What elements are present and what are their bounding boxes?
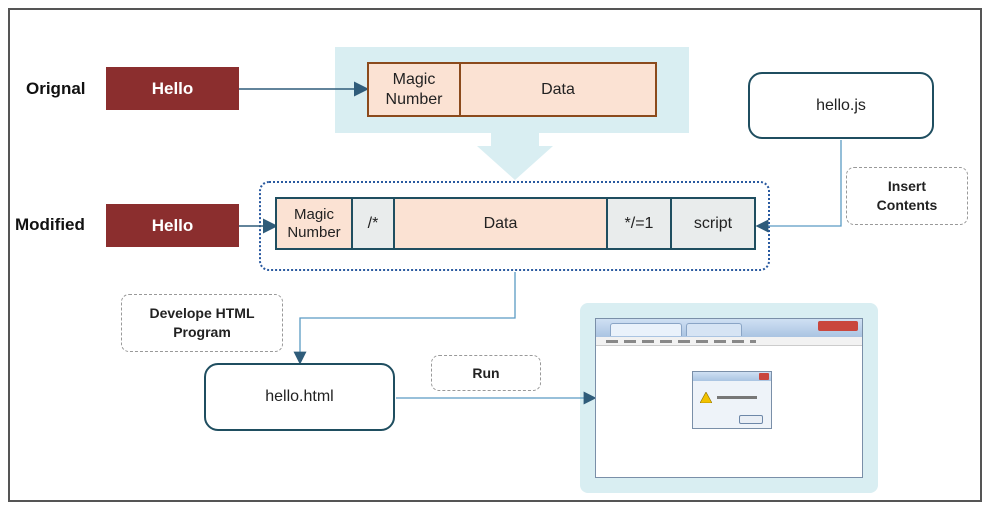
hello-js-node: hello.js xyxy=(748,72,934,139)
alert-dialog xyxy=(692,371,772,429)
label-modified: Modified xyxy=(15,215,85,234)
hello-box-original: Hello xyxy=(106,67,239,110)
original-magic-number: Magic Number xyxy=(369,64,461,115)
browser-screenshot xyxy=(595,318,863,478)
hello-html-node: hello.html xyxy=(204,363,395,431)
warning-icon xyxy=(700,392,712,403)
develop-html-label: Develope HTML Program xyxy=(121,294,283,352)
comment-open: /* xyxy=(353,199,395,248)
browser-menu-items xyxy=(606,340,756,343)
alert-close-icon xyxy=(759,373,769,380)
alert-ok-button xyxy=(739,415,763,424)
browser-tab-inactive xyxy=(686,323,742,336)
run-label: Run xyxy=(431,355,541,391)
modified-data: Data xyxy=(395,199,608,248)
comment-close: */=1 xyxy=(608,199,672,248)
down-arrow-icon xyxy=(477,132,553,180)
insert-contents-label: Insert Contents xyxy=(846,167,968,225)
modified-magic-number: Magic Number xyxy=(277,199,353,248)
alert-message-text xyxy=(717,396,757,399)
original-data: Data xyxy=(461,64,655,115)
alert-titlebar xyxy=(693,372,771,381)
modified-file: Magic Number /* Data */=1 script xyxy=(275,197,756,250)
browser-tab-active xyxy=(610,323,682,336)
original-file: Magic Number Data xyxy=(367,62,657,117)
browser-window-controls xyxy=(818,321,858,331)
browser-menubar xyxy=(596,337,862,346)
script-cell: script xyxy=(672,199,754,248)
browser-titlebar xyxy=(596,319,862,337)
label-original: Orignal xyxy=(26,79,86,98)
hello-box-modified: Hello xyxy=(106,204,239,247)
